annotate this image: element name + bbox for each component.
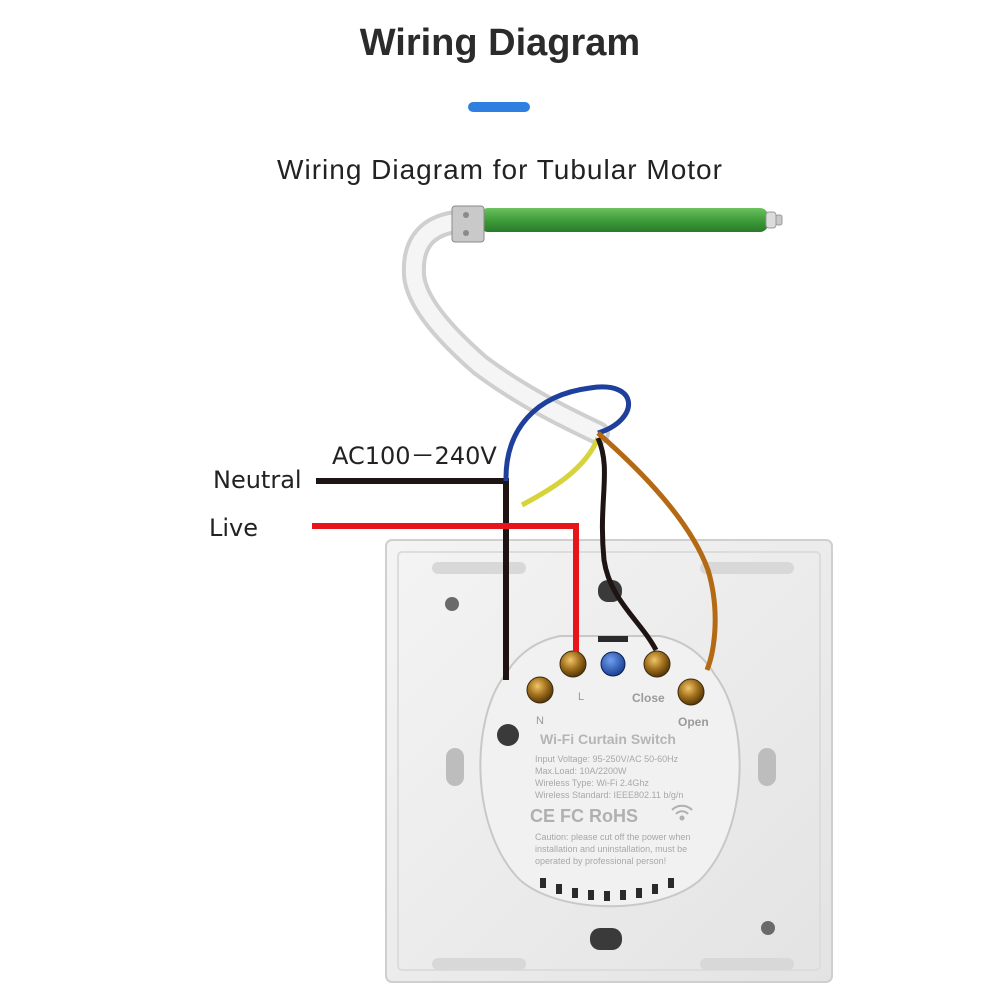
spec-line-3: Wireless Type: Wi-Fi 2.4Ghz [535,778,649,788]
blue-wire [503,384,631,482]
spec-line-2: Max.Load: 10A/2200W [535,766,627,776]
diagram-subtitle: Wiring Diagram for Tubular Motor [277,154,723,185]
live-wire [312,523,579,652]
terminal-close-label: Close [632,691,665,705]
wifi-icon [671,804,693,821]
brown-wire [596,431,718,671]
spec-line-4: Wireless Standard: IEEE802.11 b/g/n [535,790,683,800]
tubular-motor [401,205,783,445]
caution-line-2: installation and uninstallation, must be [535,844,687,854]
caution-line-1: Caution: please cut off the power when [535,832,690,842]
page-title: Wiring Diagram [359,22,641,64]
certification-marks: CE FC RoHS [530,806,638,826]
supply-voltage-label: AC100－240V [332,442,497,470]
spec-line-1: Input Voltage: 95-250V/AC 50-60Hz [535,754,679,764]
black-wire [595,436,659,652]
wifi-curtain-switch-module: L N Close Open Wi-Fi Curtain Switch Inpu… [479,635,741,908]
neutral-label: Neutral [213,466,302,494]
earth-wire [520,437,601,508]
module-name: Wi-Fi Curtain Switch [540,731,676,747]
live-label: Live [209,514,259,542]
terminal-n-label: N [536,715,544,727]
caution-line-3: operated by professional person! [535,856,666,866]
terminal-l-label: L [578,691,584,703]
terminal-open-label: Open [678,715,709,729]
title-accent-bar [468,102,530,112]
